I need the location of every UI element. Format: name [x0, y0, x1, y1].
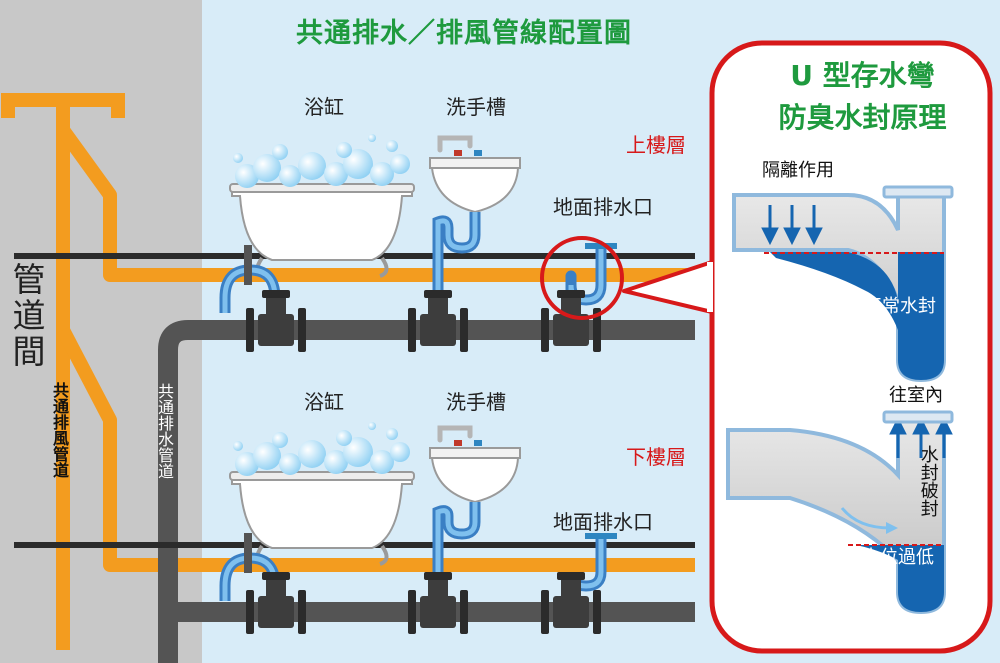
seal-broken-label: 水封破封 [917, 445, 939, 517]
callout-title-line1: U 型存水彎 [790, 59, 935, 92]
callout-title-line2: 防臭水封原理 [778, 101, 947, 134]
broken-trap-illustration [726, 410, 954, 615]
upper-floor-label: 上樓層 [626, 133, 686, 157]
common-vent-pipe-label: 共通排風管道 [50, 382, 69, 478]
normal-trap-illustration [732, 185, 954, 383]
lower-sink-label: 洗手槽 [446, 390, 506, 414]
lower-floor-drain-label: 地面排水口 [553, 510, 653, 534]
callout-box [709, 40, 993, 654]
upper-bathtub-label: 浴缸 [304, 95, 344, 119]
lower-bathtub-label: 浴缸 [304, 390, 344, 414]
normal-seal-label: 正常水封 [864, 296, 936, 317]
upper-sink-drain [432, 212, 481, 313]
upper-sink-label: 洗手槽 [446, 95, 506, 119]
trap-highlight-circle [540, 236, 624, 320]
indoor-label: 往室內 [889, 385, 943, 406]
pipe-shaft-label: 管道間 [7, 262, 46, 370]
common-drain-pipe-label: 共通排水管道 [155, 383, 174, 479]
lower-floor-label: 下樓層 [626, 445, 686, 469]
upper-floor-drain-label: 地面排水口 [553, 195, 653, 219]
lower-sink-drain [432, 502, 481, 595]
isolation-label: 隔離作用 [762, 160, 834, 181]
low-water-label: 水位過低 [862, 547, 934, 568]
diagram-title: 共通排水／排風管線配置圖 [296, 18, 632, 49]
common-vent-pipe [1, 93, 695, 650]
